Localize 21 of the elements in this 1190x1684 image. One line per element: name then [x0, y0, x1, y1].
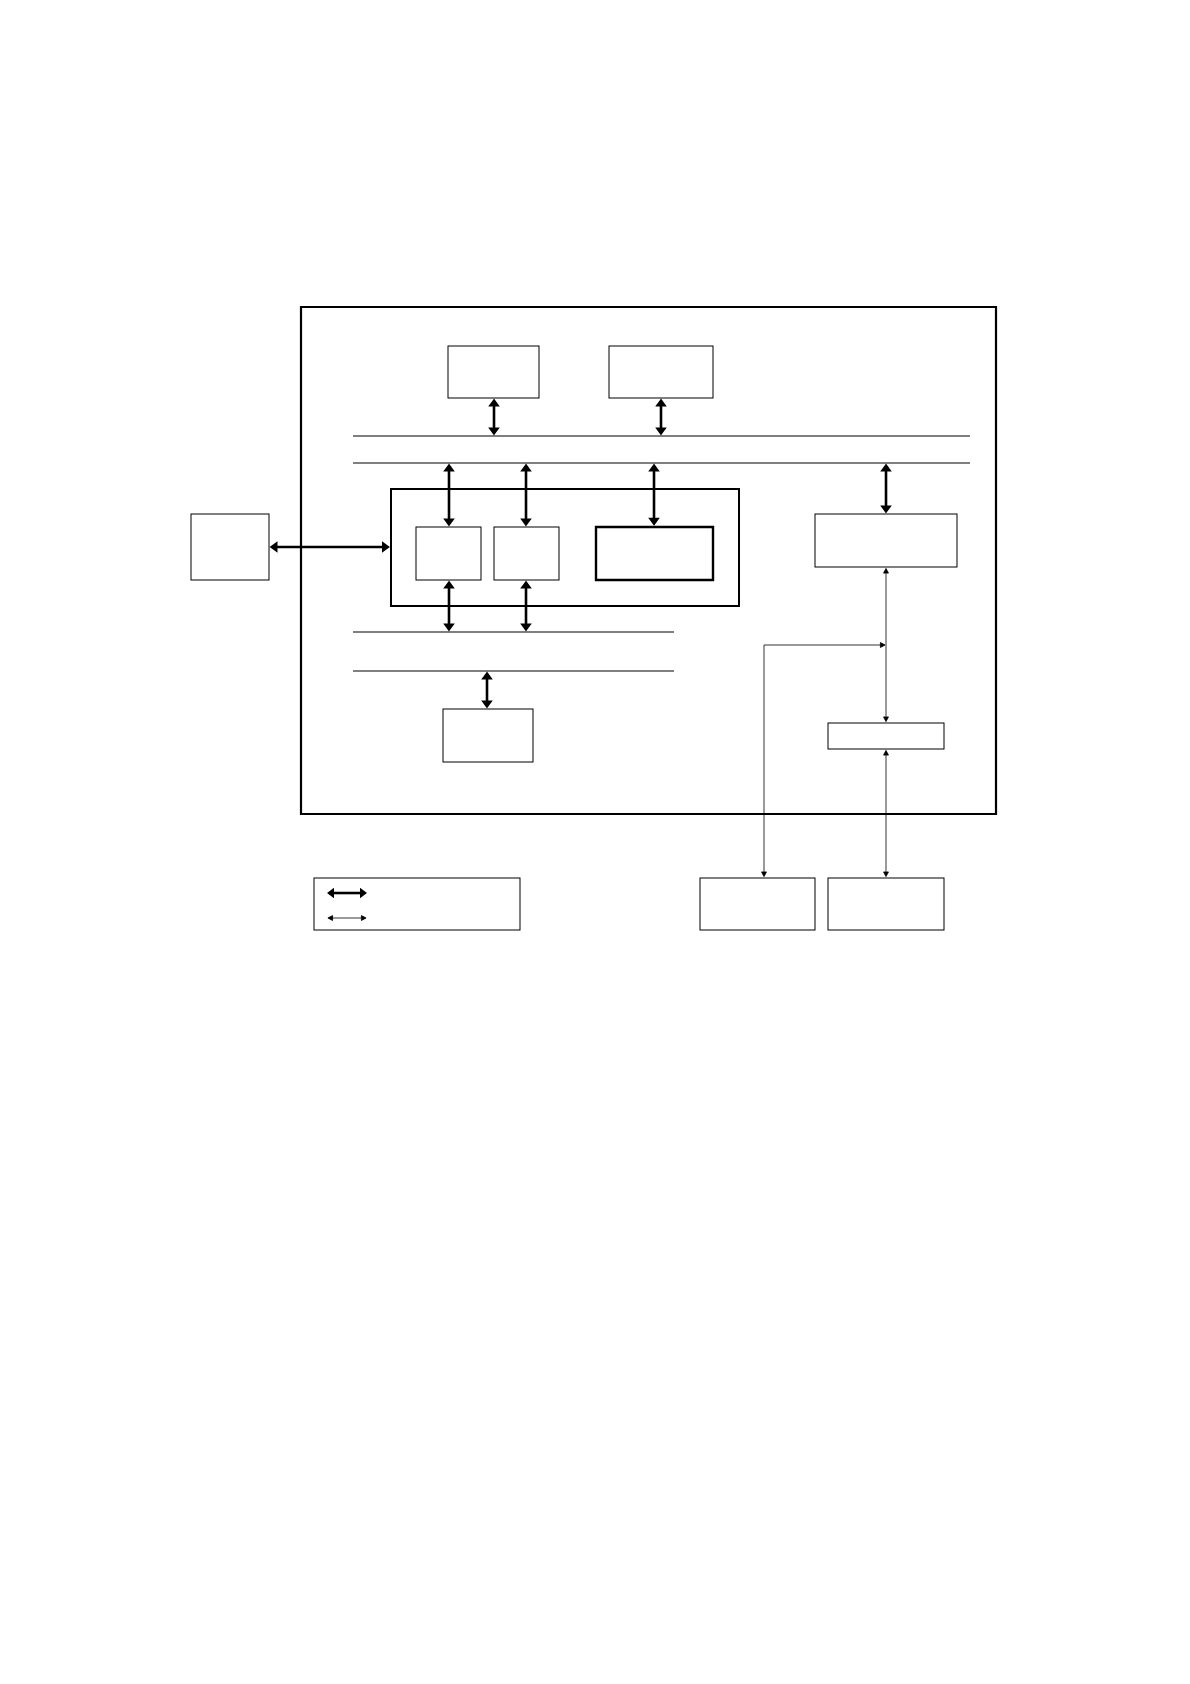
bus-line — [352, 462, 971, 464]
bus-line — [352, 435, 971, 437]
block-box — [447, 345, 540, 399]
block-box — [814, 513, 958, 568]
group-box — [390, 488, 740, 607]
block-box — [594, 525, 715, 582]
bus-line — [352, 670, 675, 672]
arrow — [883, 750, 889, 877]
block-box — [827, 722, 945, 750]
system-frame — [299, 305, 998, 816]
block-box — [827, 877, 945, 931]
legend-box — [313, 877, 521, 931]
arrow — [883, 568, 889, 722]
bus-line — [352, 631, 675, 633]
block-box — [493, 526, 560, 581]
block-box — [442, 708, 534, 763]
block-box — [415, 526, 482, 581]
block-box — [608, 345, 714, 399]
arrow — [761, 642, 886, 877]
block-box — [190, 513, 270, 581]
block-box — [699, 877, 816, 931]
